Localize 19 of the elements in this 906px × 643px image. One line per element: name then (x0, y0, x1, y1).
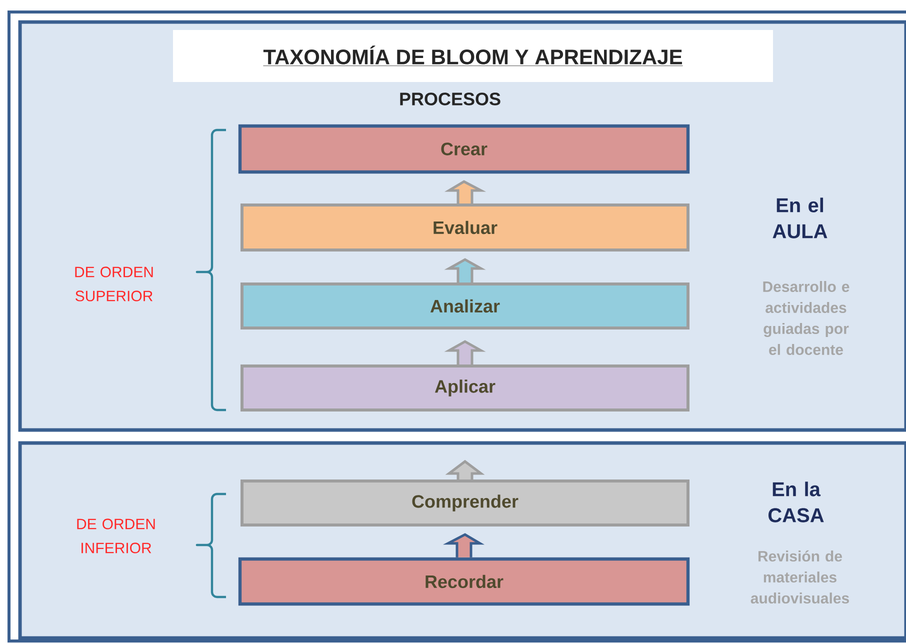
process-box: Comprender (240, 480, 690, 526)
description: Revisión de materiales audiovisuales (750, 550, 849, 604)
process-box: Aplicar (240, 364, 690, 412)
arrow (444, 258, 486, 284)
group-label: DE ORDEN INFERIOR (77, 518, 155, 554)
heading: En el AULA (772, 198, 828, 238)
process-box: Crear (238, 124, 690, 174)
title-box: TAXONOMÍA DE BLOOM Y APRENDIZAJE (173, 30, 773, 82)
arrow (445, 460, 485, 481)
heading: En la CASA (768, 482, 824, 522)
subtitle: PROCESOS (400, 92, 500, 106)
arrow (444, 180, 486, 205)
process-box: Evaluar (240, 204, 690, 252)
group-label: DE ORDEN SUPERIOR (75, 266, 153, 302)
process-box: Analizar (240, 282, 690, 330)
arrow (442, 533, 485, 559)
arrow (444, 340, 486, 366)
process-box: Recordar (238, 557, 690, 606)
description: Desarrollo e actividades guiadas por el docente (763, 281, 850, 355)
